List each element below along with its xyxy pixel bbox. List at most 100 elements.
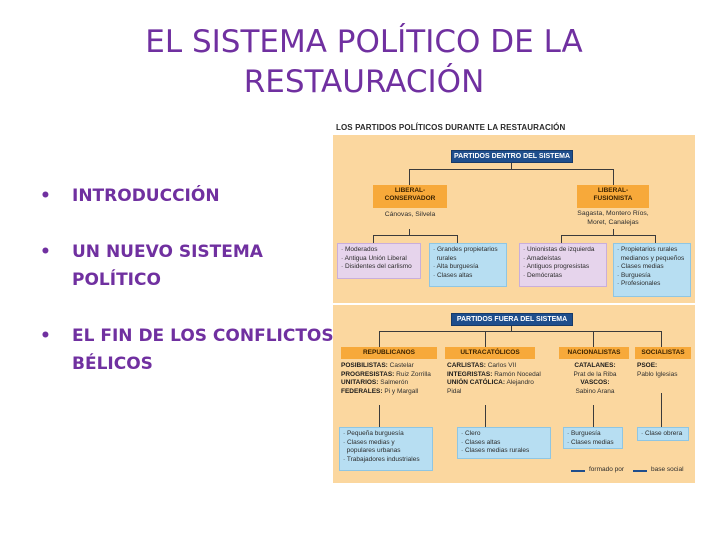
legend-formed-by: formado por bbox=[589, 466, 625, 473]
bullet-marker: • bbox=[40, 186, 51, 206]
legend-formed-by-arrow bbox=[571, 470, 585, 472]
connector-line bbox=[613, 169, 614, 185]
socialistas-social-base: · Clase obrera bbox=[637, 427, 689, 441]
faction-leader: Salmerón bbox=[378, 379, 409, 386]
list-item: · Demócratas bbox=[523, 271, 563, 279]
bullet-introduccion: • INTRODUCCIÓN bbox=[38, 182, 338, 210]
political-parties-diagram: LOS PARTIDOS POLÍTICOS DURANTE LA RESTAU… bbox=[333, 121, 695, 483]
party-liberal-fusionista: LIBERAL- FUSIONISTA bbox=[577, 185, 649, 208]
party-name-line: LIBERAL- bbox=[597, 187, 629, 194]
connector-line bbox=[593, 331, 594, 347]
faction-row: Prat de la Riba bbox=[559, 371, 631, 380]
faction-row: PROGRESISTAS: Ruiz Zorrilla bbox=[341, 371, 445, 380]
faction-leader: Castelar bbox=[387, 362, 414, 369]
list-item: · Clases medias y bbox=[343, 438, 395, 446]
faction-row: VASCOS: bbox=[559, 379, 631, 388]
list-item: · Clases medias bbox=[617, 263, 664, 270]
connector-line bbox=[561, 235, 655, 236]
arrow-social-base bbox=[379, 405, 380, 427]
bullet-marker: • bbox=[40, 326, 51, 346]
faction-label: UNIÓN CATÓLICA: bbox=[447, 379, 506, 386]
list-item: · Pequeña burguesía bbox=[343, 430, 404, 437]
list-item: · Burguesía bbox=[567, 430, 601, 437]
list-item: medianos y pequeños bbox=[617, 254, 685, 262]
faction-leader: Pi y Margall bbox=[382, 387, 419, 395]
connector-line bbox=[511, 326, 512, 331]
arrow-formed-by bbox=[561, 235, 562, 243]
bullet-text-continued: POLÍTICO bbox=[72, 270, 161, 290]
bullet-marker: • bbox=[40, 242, 51, 262]
list-item: · Propietarios rurales bbox=[617, 246, 678, 253]
slide-title-line-1: EL SISTEMA POLÍTICO DE LA bbox=[145, 24, 583, 60]
socialistas-factions: PSOE: Pablo Iglesias bbox=[637, 362, 695, 379]
bullet-text: EL FIN DE LOS CONFLICTOS bbox=[72, 326, 334, 346]
faction-label: PROGRESISTAS: bbox=[341, 370, 395, 378]
list-item: · Amadeístas bbox=[523, 254, 561, 262]
list-item: · Antiguos progresistas bbox=[523, 263, 590, 270]
slide-title-line-2: RESTAURACIÓN bbox=[243, 64, 485, 100]
bullet-text: UN NUEVO SISTEMA bbox=[72, 242, 263, 262]
republicanos-factions: POSIBILISTAS: Castelar PROGRESISTAS: Rui… bbox=[341, 362, 445, 396]
nacionalistas-factions: CATALANES: Prat de la Riba VASCOS: Sabin… bbox=[559, 362, 631, 396]
party-socialistas: SOCIALISTAS bbox=[635, 347, 691, 359]
list-item: · Clases altas bbox=[461, 438, 501, 446]
diagram-title: LOS PARTIDOS POLÍTICOS DURANTE LA RESTAU… bbox=[336, 123, 566, 132]
faction-row: Pablo Iglesias bbox=[637, 371, 695, 380]
list-item: · Antigua Unión Liberal bbox=[341, 254, 407, 262]
faction-row: UNITARIOS: Salmerón bbox=[341, 379, 445, 388]
connector-line bbox=[379, 331, 380, 347]
republicanos-social-base: · Pequeña burguesía · Clases medias y po… bbox=[339, 427, 433, 471]
arrow-social-base bbox=[593, 405, 594, 427]
legend-social-base-arrow bbox=[633, 470, 647, 472]
faction-label: POSIBILISTAS: bbox=[341, 362, 388, 369]
faction-row: CARLISTAS: Carlos VII bbox=[447, 362, 557, 371]
faction-row: POSIBILISTAS: Castelar bbox=[341, 362, 445, 371]
list-item: · Clero bbox=[461, 430, 481, 437]
arrow-social-base bbox=[655, 235, 656, 243]
faction-leader: Alejandro bbox=[505, 379, 534, 386]
connector-line bbox=[613, 229, 614, 235]
faction-leader: Prat de la Riba bbox=[573, 370, 617, 378]
list-item: populares urbanas bbox=[343, 447, 401, 454]
list-item: · Clase obrera bbox=[641, 430, 683, 437]
faction-leader: Ruiz Zorrilla bbox=[394, 370, 431, 378]
bullet-text-continued: BÉLICOS bbox=[72, 354, 153, 374]
connector-line bbox=[485, 331, 486, 347]
faction-label: UNITARIOS: bbox=[341, 379, 379, 386]
ultracatolicos-social-base: · Clero · Clases altas · Clases medias r… bbox=[457, 427, 551, 459]
faction-row: Pidal bbox=[447, 388, 557, 397]
faction-row: UNIÓN CATÓLICA: Alejandro bbox=[447, 379, 557, 388]
faction-label: VASCOS: bbox=[580, 379, 610, 386]
liberal-conservador-social-base: · Grandes propietarios rurales · Alta bu… bbox=[429, 243, 507, 287]
liberal-conservador-formed-by: · Moderados · Antigua Unión Liberal · Di… bbox=[337, 243, 421, 279]
connector-line bbox=[409, 169, 613, 170]
list-item: · Moderados bbox=[341, 246, 378, 253]
list-item: · Clases medias bbox=[567, 438, 614, 446]
faction-label: CARLISTAS: bbox=[447, 362, 486, 369]
arrow-social-base bbox=[485, 405, 486, 427]
arrow-social-base bbox=[661, 393, 662, 427]
slide-title: EL SISTEMA POLÍTICO DE LA RESTAURACIÓN bbox=[100, 22, 628, 102]
liberal-fusionista-leaders: Sagasta, Montero Ríos, Moret, Canalejas bbox=[557, 210, 669, 227]
list-item: · Clases altas bbox=[433, 271, 473, 279]
party-liberal-conservador: LIBERAL- CONSERVADOR bbox=[373, 185, 447, 208]
party-name-line: LIBERAL- bbox=[394, 187, 426, 194]
connector-line bbox=[409, 229, 410, 235]
connector-line bbox=[511, 163, 512, 169]
bullet-nuevo-sistema: • UN NUEVO SISTEMA POLÍTICO bbox=[38, 238, 338, 294]
bullet-text: INTRODUCCIÓN bbox=[72, 186, 220, 206]
list-item: · Unionistas de izquierda bbox=[523, 246, 595, 253]
legend-social-base: base social bbox=[651, 466, 684, 473]
connector-line bbox=[379, 331, 661, 332]
faction-leader: Ramón Nocedal bbox=[492, 370, 541, 378]
list-item: · Alta burguesía bbox=[433, 263, 479, 270]
liberal-fusionista-formed-by: · Unionistas de izquierda · Amadeístas ·… bbox=[519, 243, 607, 287]
arrow-formed-by bbox=[373, 235, 374, 243]
list-item: · Burguesía bbox=[617, 271, 651, 279]
faction-leader: Carlos VII bbox=[485, 362, 517, 369]
leaders-line: Moret, Canalejas bbox=[587, 218, 639, 226]
ultracatolicos-factions: CARLISTAS: Carlos VII INTEGRISTAS: Ramón… bbox=[447, 362, 557, 396]
list-item: · Profesionales bbox=[617, 280, 661, 287]
faction-row: CATALANES: bbox=[559, 362, 631, 371]
faction-row: PSOE: bbox=[637, 362, 695, 371]
